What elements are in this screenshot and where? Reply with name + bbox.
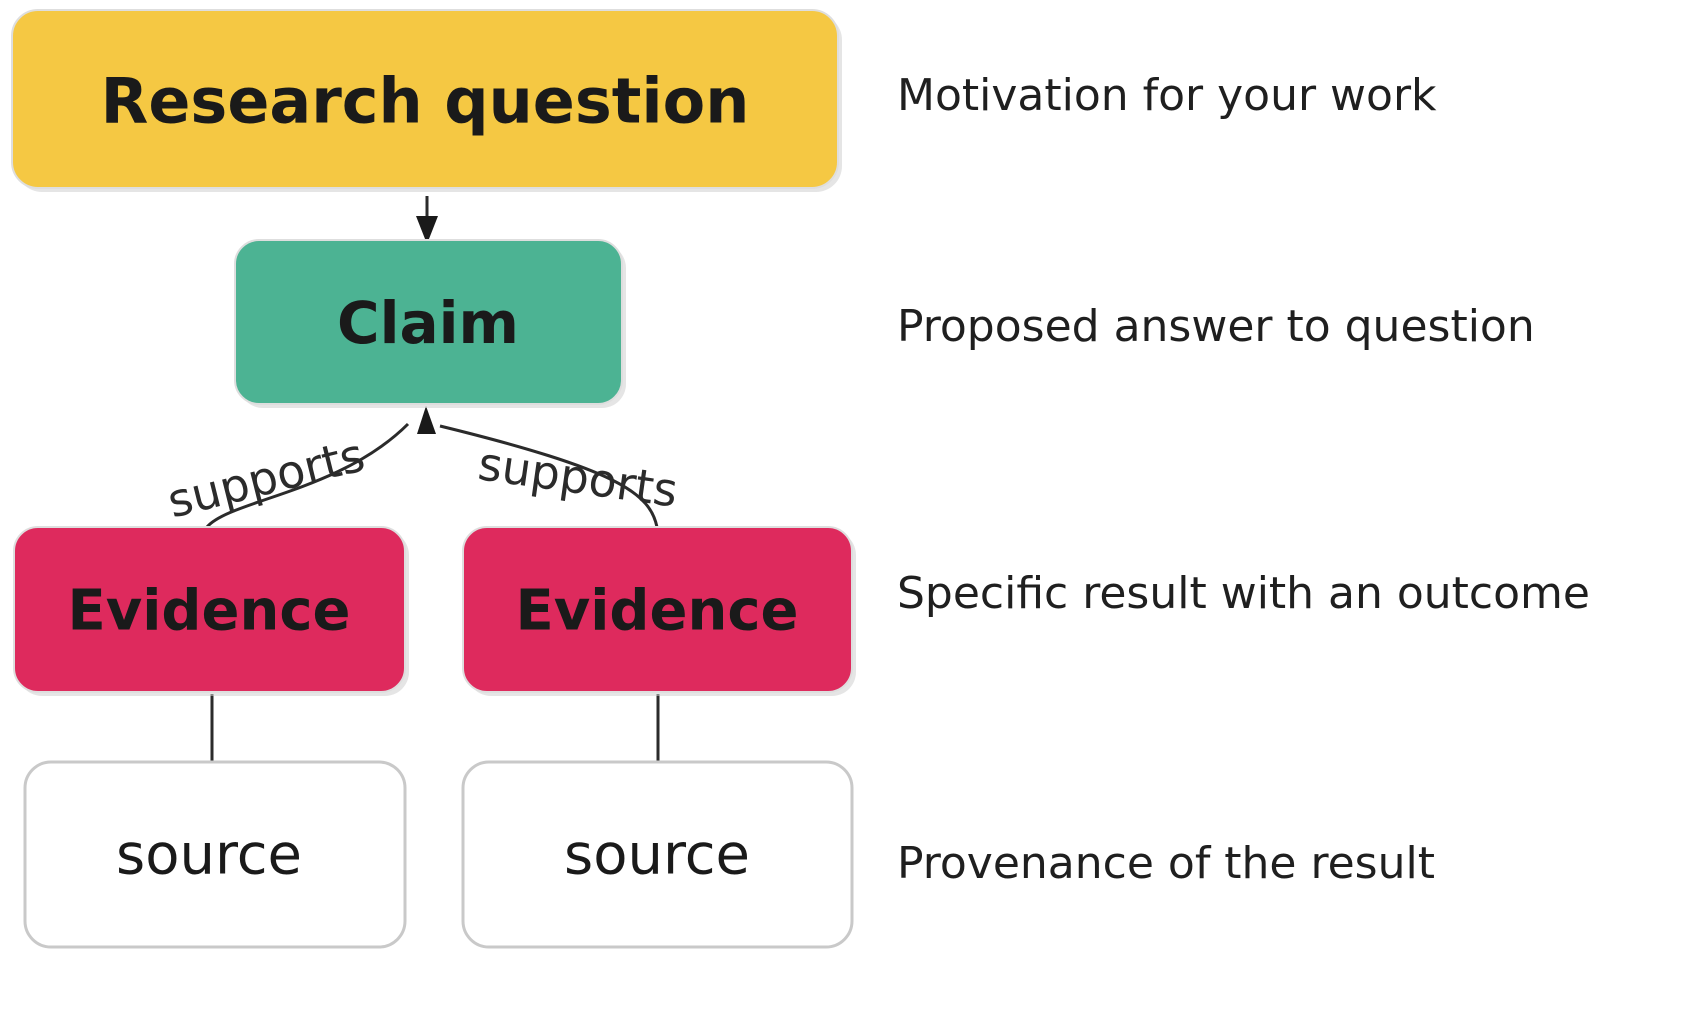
node-research-question[interactable]: Research question [11,9,842,192]
arrow-into-claim [417,406,436,434]
edge-label-supports-right: supports [475,436,681,517]
annotation-source: Provenance of the result [897,838,1435,889]
research-question-label: Research question [101,65,750,138]
evidence-right-label: Evidence [515,579,798,644]
source-right-label: source [564,823,750,888]
node-source-right[interactable]: source [461,760,854,949]
edge-research-question-to-claim [416,196,438,244]
source-left-box[interactable] [23,760,407,949]
research-question-box[interactable] [11,9,839,189]
source-right-box[interactable] [461,760,854,949]
claim-label: Claim [337,289,519,357]
evidence-left-box[interactable] [13,526,406,693]
annotation-evidence: Specific result with an outcome [897,568,1590,619]
edge-evidence-right-to-claim [439,424,659,528]
evidence-left-label: Evidence [67,579,350,644]
node-claim[interactable]: Claim [234,239,626,408]
evidence-right-box[interactable] [462,526,853,693]
annotation-research-question: Motivation for your work [897,70,1437,121]
annotation-claim: Proposed answer to question [897,301,1535,352]
node-evidence-left[interactable]: Evidence [13,526,409,696]
claim-box[interactable] [234,239,623,405]
node-evidence-right[interactable]: Evidence [462,526,856,696]
edge-evidence-left-to-claim [205,422,410,529]
source-left-label: source [116,823,302,888]
node-source-left[interactable]: source [23,760,407,949]
edge-label-supports-left: supports [162,428,370,529]
